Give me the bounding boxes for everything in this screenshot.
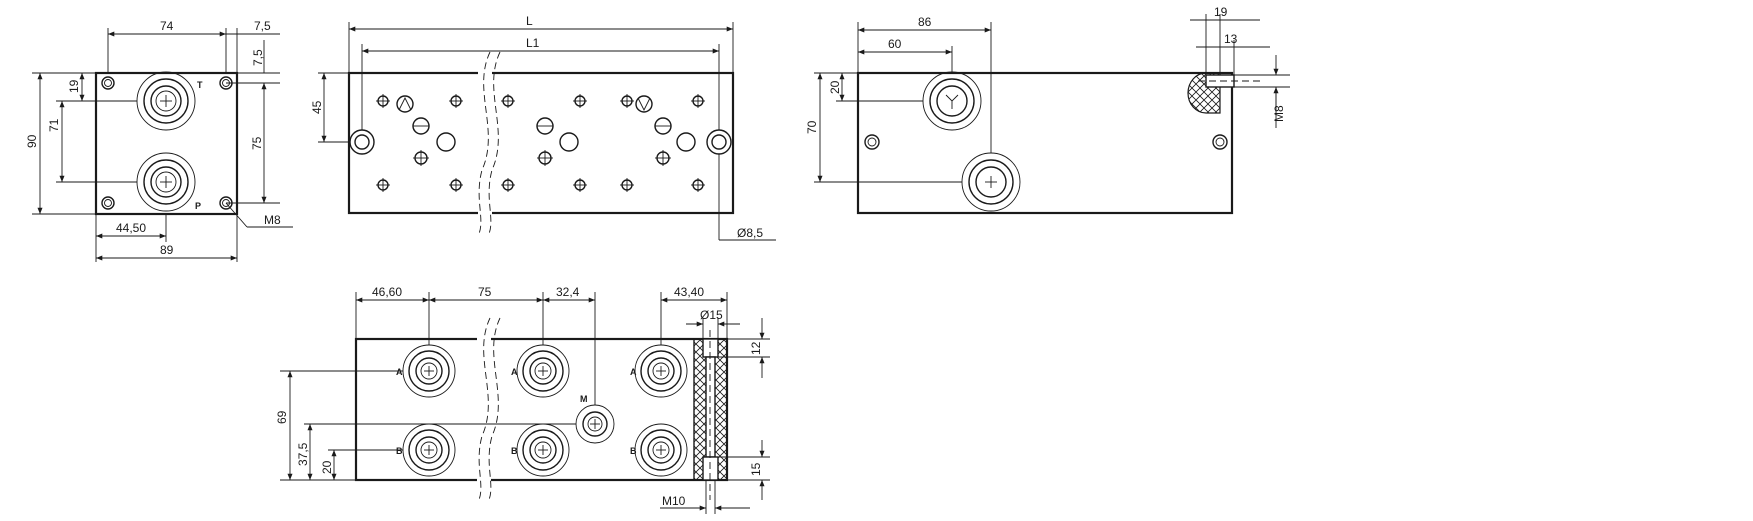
port-circle: [516, 423, 570, 477]
dim-d15: Ø15: [700, 308, 723, 322]
dim-90: 90: [25, 134, 39, 148]
dim-60: 60: [888, 37, 902, 51]
port-label-b: B: [396, 446, 403, 456]
port-label-m: M: [580, 394, 588, 404]
port-circle: [575, 404, 615, 444]
dim-19: 19: [67, 79, 81, 93]
dim-7-5-right: 7,5: [251, 49, 265, 66]
dim-37-5: 37,5: [296, 442, 310, 466]
port-label-a: A: [396, 367, 403, 377]
top-view: L L1 45 Ø8,5: [310, 14, 776, 241]
svg-text:P: P: [195, 201, 201, 211]
plain-hole: [436, 132, 456, 152]
port-label-b: B: [630, 446, 637, 456]
port-circle: [634, 344, 688, 398]
dim-19-side: 19: [1214, 5, 1228, 19]
dim-45: 45: [310, 100, 324, 114]
port-label-a: A: [630, 367, 637, 377]
top-view-outline: [347, 71, 735, 215]
front-view: T P 74 7,5 7,5 75 90 71 19 44,50: [25, 19, 293, 262]
through-bore: [705, 356, 716, 458]
port-circle: [516, 344, 570, 398]
mount-hole: [349, 129, 732, 155]
dim-75-bottom: 75: [478, 285, 492, 299]
dim-86: 86: [918, 15, 932, 29]
side-view-outline: [856, 71, 1234, 215]
dim-32-4: 32,4: [556, 285, 580, 299]
dim-20-side: 20: [828, 80, 842, 94]
dim-13: 13: [1224, 32, 1238, 46]
dim-length-l1: L1: [526, 36, 540, 50]
port-circle: [634, 423, 688, 477]
dim-71: 71: [47, 118, 61, 132]
port-circle: [961, 152, 1021, 212]
corner-hole: [101, 76, 233, 210]
valve-hole: [396, 95, 672, 135]
port-circle: [136, 152, 196, 212]
dim-74: 74: [160, 19, 174, 33]
thread-m8-front: M8: [264, 213, 281, 227]
dim-43-40: 43,40: [674, 285, 704, 299]
port-circle: [922, 71, 982, 131]
port-circle: [402, 344, 456, 398]
port-circle: [402, 423, 456, 477]
dim-46-60: 46,60: [372, 285, 402, 299]
dim-70: 70: [805, 120, 819, 134]
counterbore-bottom: [702, 456, 719, 481]
thread-m8-side: M8: [1272, 105, 1286, 122]
thread-m10: M10: [662, 494, 686, 508]
port-circle: [136, 71, 196, 131]
dim-69: 69: [275, 410, 289, 424]
side-view: 86 60 20 70 19 13 M8: [805, 5, 1290, 215]
dim-7-5-top: 7,5: [254, 19, 271, 33]
dim-44-50: 44,50: [116, 221, 146, 235]
mount-hole: [864, 134, 1228, 150]
plain-hole: [559, 132, 579, 152]
counterbore-top: [702, 338, 719, 358]
port-label-b: B: [511, 446, 518, 456]
dim-75-right: 75: [250, 136, 264, 150]
svg-text:T: T: [197, 80, 203, 90]
hole-diameter: Ø8,5: [737, 226, 763, 240]
dim-15: 15: [749, 462, 763, 476]
bottom-view: A A A B B B M 46,60 75 32,4 43,40 Ø15 12: [275, 285, 770, 514]
plain-hole: [676, 132, 696, 152]
front-view-outline: [94, 71, 239, 216]
dim-length-l: L: [526, 14, 533, 28]
dim-89: 89: [160, 243, 174, 257]
dim-12: 12: [749, 341, 763, 355]
port-label-a: A: [511, 367, 518, 377]
small-hole: [376, 94, 705, 192]
dim-20-bottom: 20: [320, 460, 334, 474]
